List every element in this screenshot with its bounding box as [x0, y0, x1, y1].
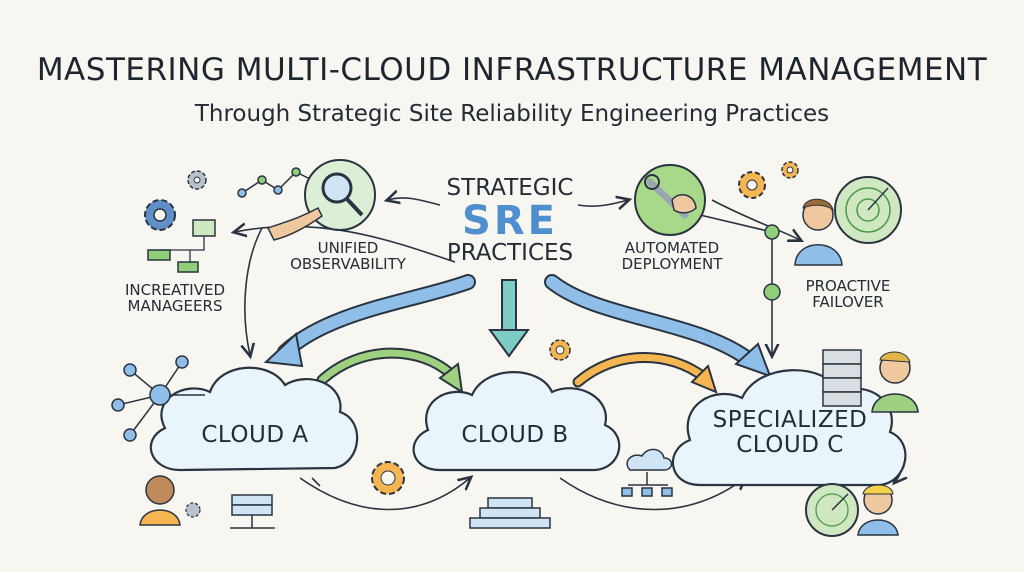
- gear-icon: [185, 502, 201, 518]
- network-nodes-icon: [111, 355, 205, 442]
- cloud-a-shape: [149, 366, 359, 472]
- magnifier-hand-icon: [266, 159, 376, 241]
- cloud-c-line-1: SPECIALIZED: [712, 407, 868, 433]
- failover-line-2: FAILOVER: [812, 293, 884, 312]
- person-monitor-icon: [147, 219, 216, 273]
- diagram-title: MASTERING MULTI-CLOUD INFRASTRUCTURE MAN…: [36, 52, 988, 88]
- cloud-b-shape: [412, 371, 621, 472]
- center-line-2: SRE: [462, 197, 558, 244]
- gear-icon: [738, 171, 766, 199]
- person-icon: [857, 484, 899, 536]
- person-icon: [794, 198, 843, 266]
- connector-lines: [235, 198, 902, 511]
- cloud-b-line-1: CLOUD B: [461, 422, 569, 448]
- gear-icon: [371, 461, 405, 495]
- failover-line-1: PROACTIVE: [805, 277, 891, 295]
- center-line-1: STRATEGIC: [446, 175, 574, 201]
- server-rack-icon: [822, 349, 862, 407]
- center-line-3: PRACTICES: [446, 239, 574, 266]
- blue-arrow-to-cloud-a: [263, 274, 476, 368]
- failover-label: PROACTIVE FAILOVER: [788, 277, 908, 312]
- orange-arrow-b-to-c: [572, 352, 718, 394]
- observability-label: UNIFIED OBSERVABILITY: [268, 239, 428, 274]
- managers-line-1: INCREATIVED: [125, 281, 225, 299]
- server-rack-icon: [469, 497, 551, 529]
- cloud-c-line-2: CLOUD C: [736, 431, 844, 458]
- gear-icon: [549, 339, 571, 361]
- cloud-b-label: CLOUD B: [445, 423, 585, 448]
- person-icon: [871, 351, 919, 413]
- cloud-a-line-1: CLOUD A: [201, 422, 309, 448]
- gear-icon: [187, 170, 207, 190]
- managers-line-2: MANAGEERS: [127, 297, 223, 316]
- center-label: STRATEGIC SRE PRACTICES: [420, 176, 600, 266]
- person-icon: [139, 475, 181, 526]
- deployment-line-1: AUTOMATED: [624, 239, 720, 257]
- observability-line-1: UNIFIED: [317, 239, 379, 257]
- green-arrow-a-to-b: [316, 347, 464, 395]
- wrench-hand-icon: [634, 164, 706, 236]
- diagram-subtitle: Through Strategic Site Reliability Engin…: [194, 101, 830, 127]
- gear-icon: [781, 161, 799, 179]
- blue-arrow-to-cloud-c: [544, 274, 772, 378]
- deployment-label: AUTOMATED DEPLOYMENT: [602, 239, 742, 274]
- teal-arrow-to-cloud-b: [488, 279, 530, 358]
- gear-icon: [144, 199, 176, 231]
- cloud-a-label: CLOUD A: [185, 423, 325, 448]
- radar-icon: [805, 483, 859, 537]
- line-graph-icon: [237, 167, 313, 198]
- radar-icon: [834, 176, 902, 244]
- org-chart-icon: [621, 448, 673, 497]
- cloud-c-label: SPECIALIZED CLOUD C: [700, 408, 880, 458]
- deployment-line-2: DEPLOYMENT: [621, 255, 723, 274]
- observability-line-2: OBSERVABILITY: [290, 255, 406, 274]
- managers-label: INCREATIVED MANAGEERS: [100, 281, 250, 316]
- server-rack-icon: [230, 494, 275, 529]
